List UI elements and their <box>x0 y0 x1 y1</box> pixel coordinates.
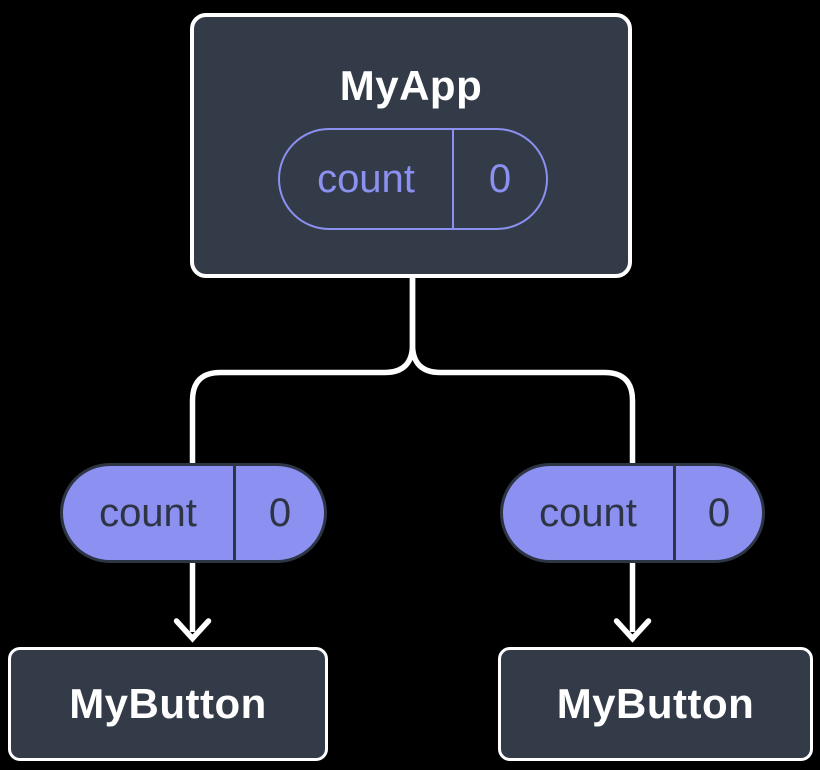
root-state-pill: count 0 <box>278 128 548 230</box>
left-mybutton-card: MyButton <box>8 647 328 761</box>
branch-right-connector <box>409 274 636 463</box>
prop-name-cell: count <box>503 466 676 560</box>
mybutton-title: MyButton <box>556 680 755 727</box>
myapp-title: MyApp <box>339 62 483 109</box>
prop-name-cell: count <box>63 466 236 560</box>
prop-value-cell: 0 <box>268 490 292 535</box>
myapp-card: MyApp <box>190 13 632 278</box>
right-mybutton-card: MyButton <box>498 647 813 761</box>
state-value-cell: 0 <box>488 156 512 201</box>
state-name-cell: count <box>280 130 454 228</box>
arrow-left-head <box>173 618 212 643</box>
arrow-right-head <box>613 618 652 643</box>
mybutton-title: MyButton <box>69 680 267 727</box>
left-prop-pill: count 0 <box>60 463 327 563</box>
prop-value-cell: 0 <box>707 490 731 535</box>
right-prop-pill: count 0 <box>500 463 765 563</box>
branch-left-connector <box>189 274 416 463</box>
